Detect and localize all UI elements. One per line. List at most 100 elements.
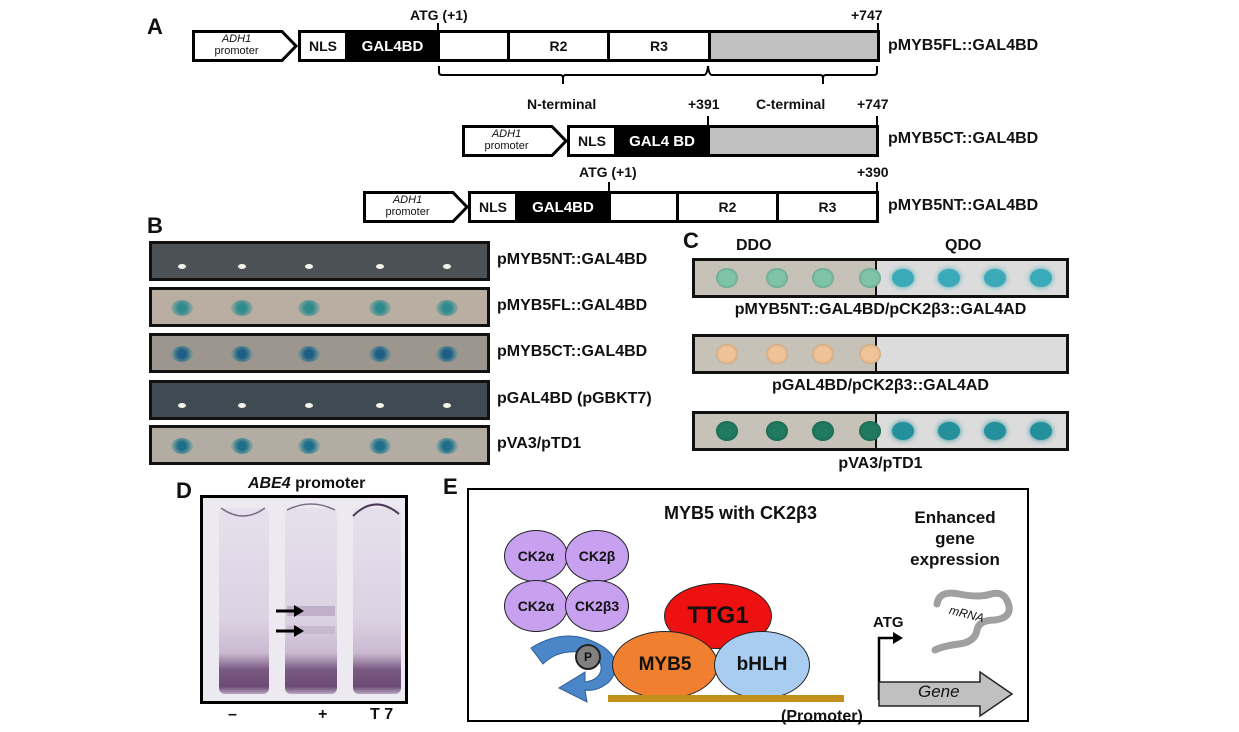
yeast-colony bbox=[375, 403, 384, 408]
phosphate-icon: P bbox=[575, 644, 601, 670]
model-diagram: MYB5 with CK2β3 Enhanced gene expression… bbox=[467, 488, 1029, 725]
construct-name: pMYB5NT::GAL4BD bbox=[888, 197, 1039, 214]
atg-tick bbox=[437, 23, 439, 32]
ddo-column-header: DDO bbox=[736, 237, 772, 254]
gel-title-rest: promoter bbox=[290, 475, 366, 492]
ddo-colony bbox=[716, 268, 739, 288]
yeast-colony bbox=[435, 438, 458, 454]
y2h-plate bbox=[149, 287, 490, 327]
yeast-colony bbox=[298, 346, 321, 362]
end-tick bbox=[876, 182, 878, 193]
qdo-column-header: QDO bbox=[945, 237, 982, 254]
lane-minus bbox=[219, 508, 269, 694]
segment-nls: NLS bbox=[567, 125, 617, 157]
y2h-plate bbox=[692, 334, 1069, 374]
promoter-word: promoter bbox=[484, 140, 529, 152]
yeast-colony bbox=[375, 264, 384, 269]
construct-name: pMYB5CT::GAL4BD bbox=[888, 130, 1039, 147]
promoter-arrow-icon bbox=[462, 125, 568, 157]
plate-label: pMYB5FL::GAL4BD bbox=[497, 297, 648, 314]
qdo-section bbox=[875, 337, 1066, 371]
panel-b-label: B bbox=[147, 213, 163, 238]
lane-label-minus: – bbox=[228, 706, 237, 723]
yeast-colony bbox=[178, 403, 187, 408]
plate-label: pMYB5NT::GAL4BD bbox=[497, 251, 648, 268]
end-tick bbox=[877, 23, 879, 32]
yeast-colony bbox=[298, 300, 321, 316]
qdo-colony bbox=[892, 269, 915, 287]
y2h-plate bbox=[149, 333, 490, 373]
gel-title: ABE4 promoter bbox=[248, 475, 365, 493]
yeast-colony bbox=[442, 403, 451, 408]
segment-c-terminal bbox=[707, 125, 879, 157]
promoter-dna-line bbox=[608, 695, 844, 702]
y2h-plate bbox=[149, 380, 490, 420]
yeast-colony bbox=[171, 346, 194, 362]
ck2-alpha-2: CK2α bbox=[504, 580, 568, 632]
end-tick bbox=[876, 116, 878, 127]
yeast-colony bbox=[238, 403, 247, 408]
lane-label-plus: + bbox=[318, 706, 328, 723]
myb5-protein: MYB5 bbox=[612, 631, 718, 699]
promoter-arrow-icon bbox=[192, 30, 298, 62]
promoter-label: (Promoter) bbox=[781, 708, 863, 725]
ck2-alpha-1: CK2α bbox=[504, 530, 568, 582]
end-label: +390 bbox=[857, 164, 889, 180]
segment-r2: R2 bbox=[507, 30, 610, 62]
end-label: +747 bbox=[857, 96, 889, 112]
plate-label: pGAL4BD (pGBKT7) bbox=[497, 390, 652, 407]
end-label: +747 bbox=[851, 7, 883, 23]
yeast-colony bbox=[368, 438, 391, 454]
lane-t7 bbox=[353, 508, 401, 694]
yeast-colony bbox=[298, 438, 321, 454]
yeast-colony bbox=[368, 346, 391, 362]
promoter-arrow-icon bbox=[363, 191, 469, 223]
ddo-colony bbox=[765, 421, 788, 441]
segment-nls: NLS bbox=[468, 191, 518, 223]
ddo-colony bbox=[812, 421, 835, 441]
mrna-icon bbox=[931, 589, 1013, 654]
gene-arrow-icon bbox=[878, 670, 1014, 718]
y2h-plate bbox=[692, 411, 1069, 451]
panel-e-label: E bbox=[443, 474, 458, 499]
yeast-colony bbox=[171, 438, 194, 454]
model-title: MYB5 with CK2β3 bbox=[664, 503, 818, 523]
y2h-plate bbox=[149, 425, 490, 465]
gel-lanes bbox=[203, 498, 405, 701]
ddo-colony bbox=[859, 344, 882, 364]
start-tick bbox=[707, 116, 709, 127]
start-label: +391 bbox=[688, 96, 720, 112]
n-terminal-label: N-terminal bbox=[527, 96, 597, 112]
panel-d-label: D bbox=[176, 478, 192, 503]
qdo-colony bbox=[983, 422, 1006, 440]
segment-n-region bbox=[437, 30, 510, 62]
output-line: Enhanced bbox=[914, 508, 996, 527]
qdo-colony bbox=[938, 269, 961, 287]
qdo-colony bbox=[983, 269, 1006, 287]
segment-r2: R2 bbox=[676, 191, 779, 223]
atg-label: ATG bbox=[873, 614, 904, 631]
yeast-colony bbox=[435, 346, 458, 362]
yeast-colony bbox=[368, 300, 391, 316]
yeast-colony bbox=[238, 264, 247, 269]
plate-label: pVA3/pTD1 bbox=[497, 435, 582, 452]
ck2-beta3: CK2β3 bbox=[565, 580, 629, 632]
shifted-band-1 bbox=[287, 606, 335, 616]
y2h-plate bbox=[692, 258, 1069, 298]
domain-brace-icon bbox=[438, 65, 878, 84]
panel-a-label: A bbox=[147, 14, 163, 39]
segment-r3: R3 bbox=[776, 191, 879, 223]
shifted-band-2 bbox=[287, 626, 335, 634]
yeast-colony bbox=[231, 438, 254, 454]
promoter-word: promoter bbox=[214, 45, 259, 57]
construct-name: pMYB5FL::GAL4BD bbox=[888, 37, 1039, 54]
ddo-colony bbox=[812, 268, 835, 288]
qdo-colony bbox=[1029, 422, 1052, 440]
ddo-colony bbox=[765, 268, 788, 288]
plate-label: pVA3/pTD1 bbox=[838, 455, 923, 472]
segment-gal4bd: GAL4BD bbox=[345, 30, 440, 62]
plate-label: pMYB5NT::GAL4BD/pCK2β3::GAL4AD bbox=[734, 301, 1027, 318]
enhanced-expression-text: Enhanced gene expression bbox=[899, 507, 1011, 570]
